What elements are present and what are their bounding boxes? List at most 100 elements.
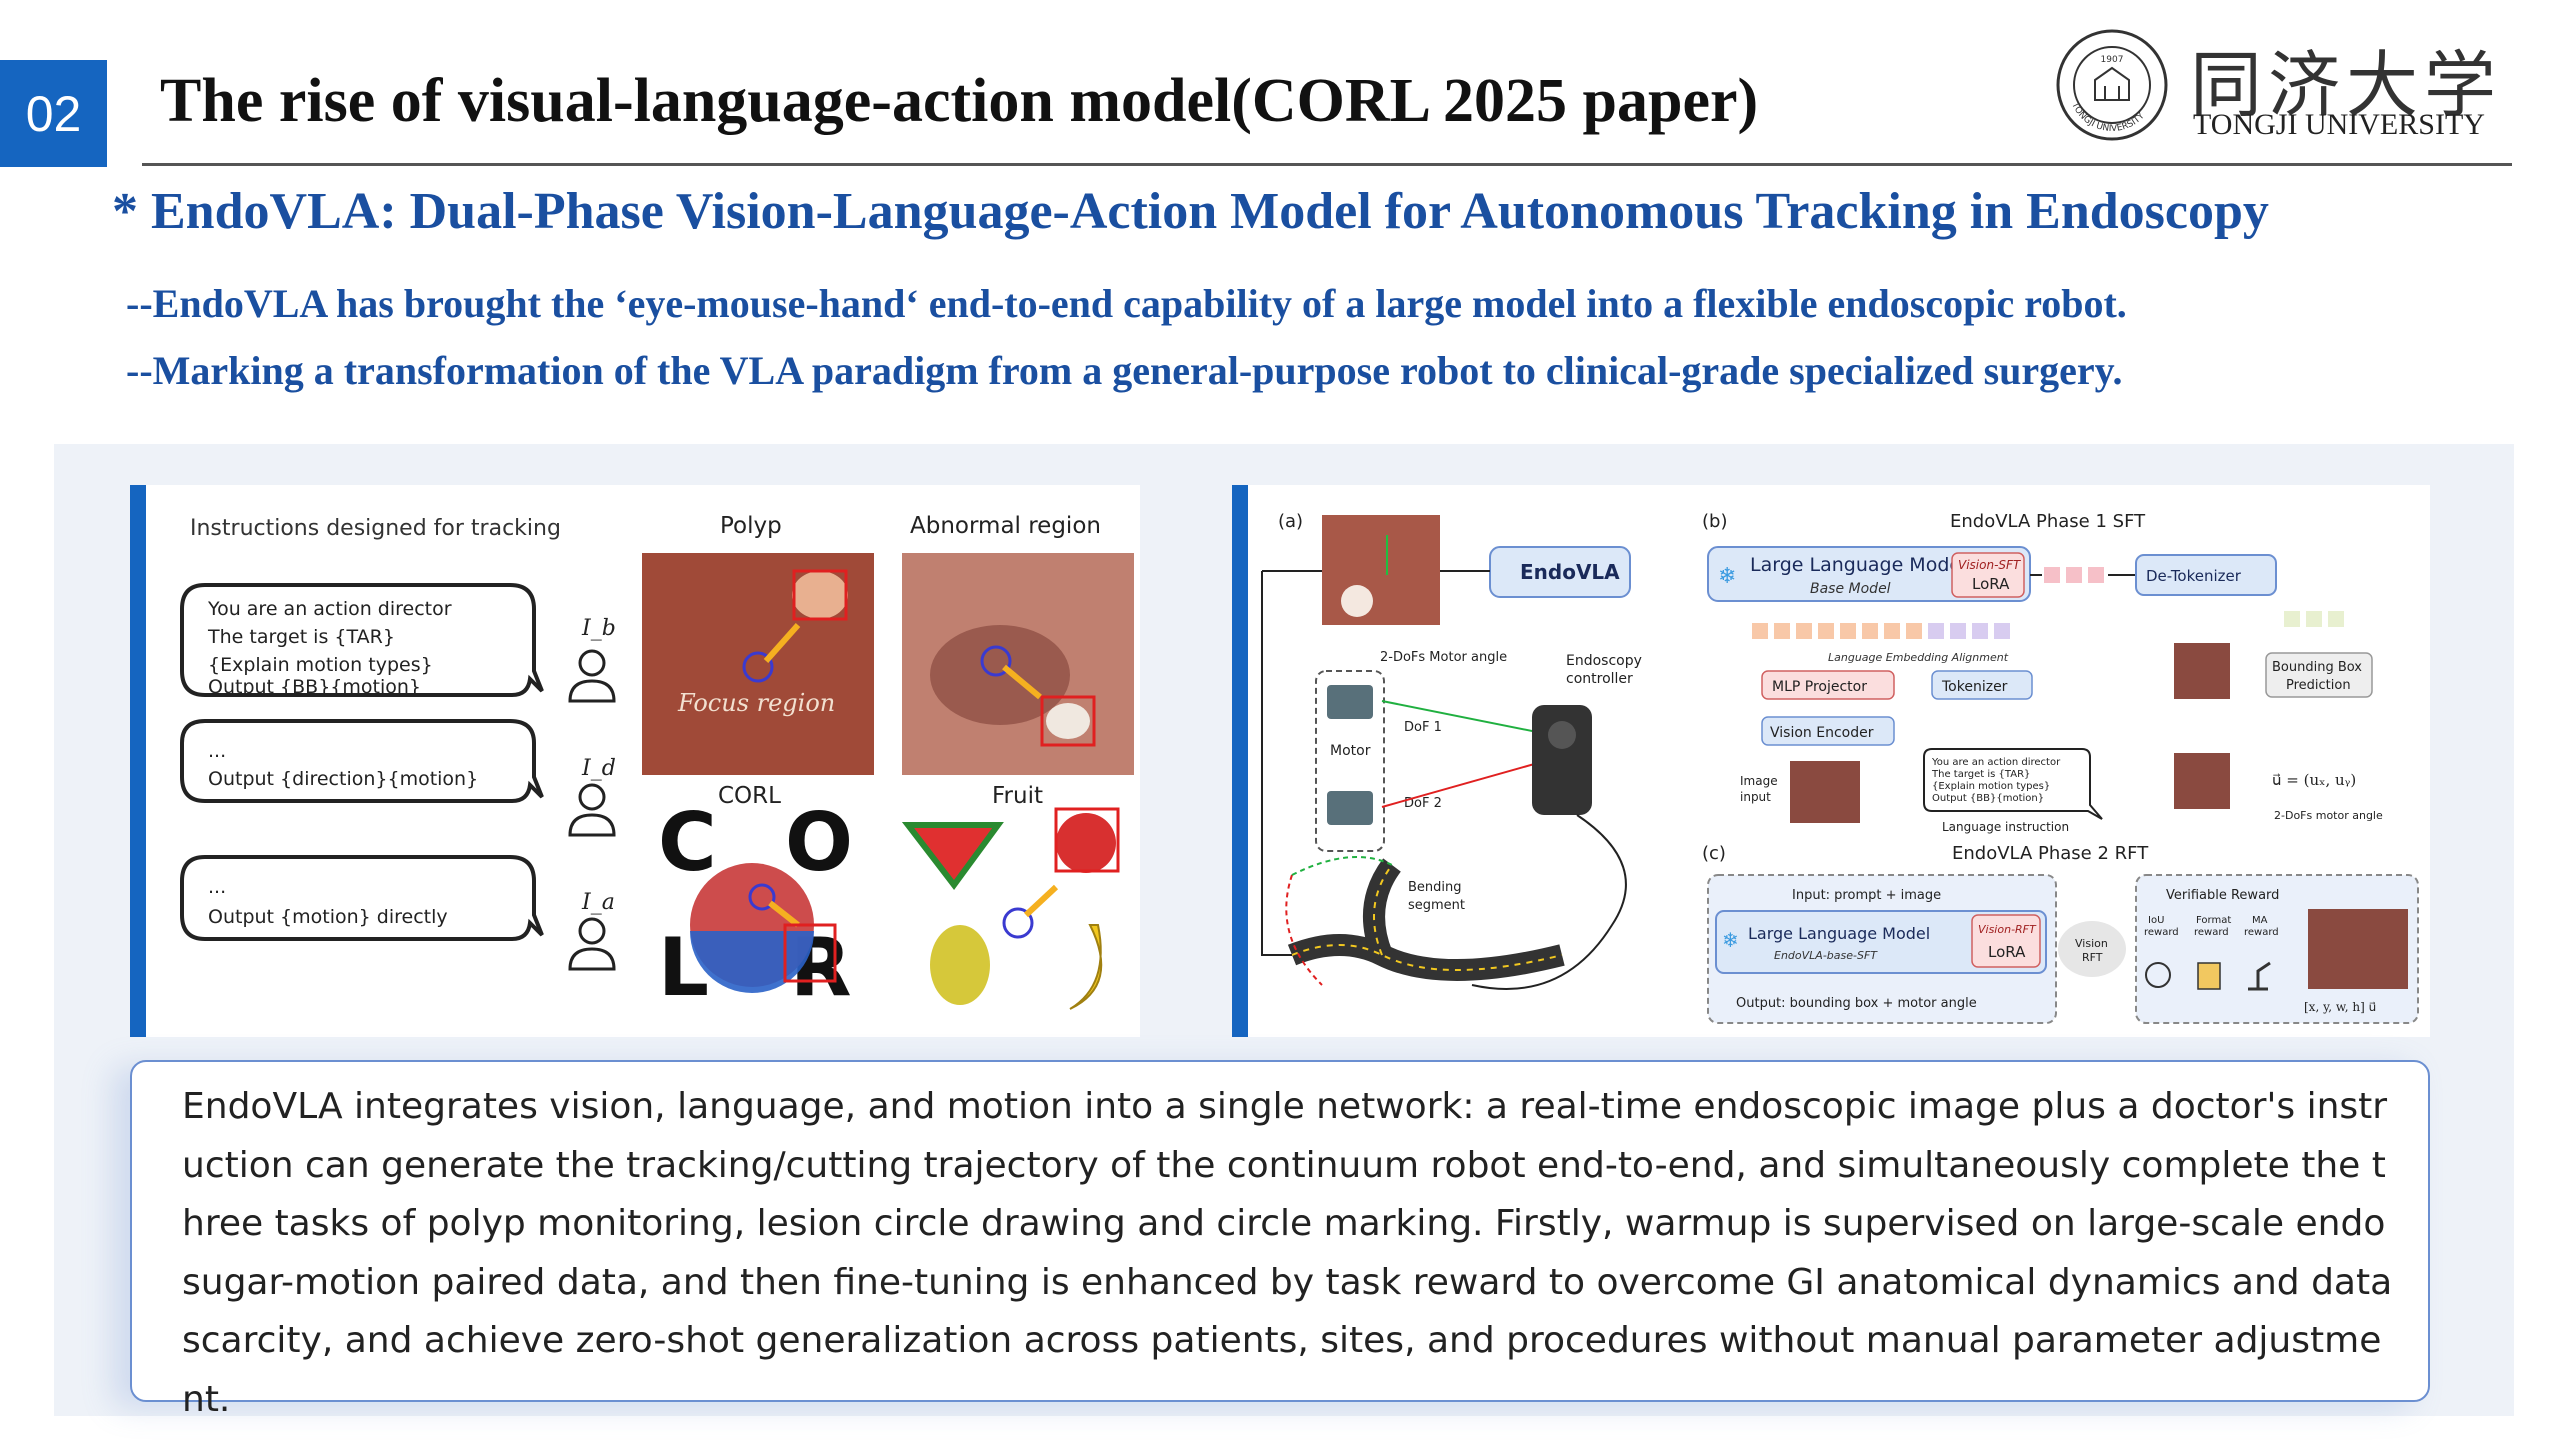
llm-label: Large Language Model	[1750, 554, 1966, 576]
iou-l1: IoU	[2148, 915, 2164, 926]
cable-path	[1471, 814, 1627, 990]
description-box: EndoVLA integrates vision, language, and…	[130, 1060, 2430, 1420]
panel-b-label: (b)	[1702, 511, 1727, 532]
slide-number: 02	[0, 60, 107, 167]
lora-label: LoRA	[1972, 575, 2010, 593]
endo-controller-l1: Endoscopy	[1566, 653, 1642, 669]
lora2-box	[1971, 914, 2041, 968]
bbox-pred-l1: Bounding Box	[2272, 660, 2362, 675]
tokenizer-box	[1931, 670, 2033, 700]
instr-l1: You are an action director	[1931, 757, 2061, 768]
header-divider	[142, 163, 2512, 166]
target-icon	[2145, 962, 2171, 988]
lora2-label: LoRA	[1988, 943, 2026, 961]
snowflake-icon-2: ❄	[1722, 928, 1739, 952]
image-input-thumb	[1790, 761, 1860, 823]
output-label: Output: bounding box + motor angle	[1736, 996, 1977, 1011]
vision-encoder-label: Vision Encoder	[1770, 725, 1874, 741]
verifiable-label: Verifiable Reward	[2166, 888, 2279, 903]
banana-icon	[1069, 924, 1103, 1010]
motor-group	[1315, 670, 1385, 852]
figure-accent-bar	[130, 485, 146, 1037]
document-icon	[2197, 962, 2221, 990]
instruction-bubble	[1923, 748, 2103, 820]
bbox-thumb	[2174, 643, 2230, 699]
mlp-box	[1761, 670, 1895, 700]
corl-letter-c: C	[658, 796, 717, 889]
prompt3-line2: Output {motion} directly	[208, 906, 448, 928]
endoscope-frame	[1322, 515, 1440, 625]
detokenizer-label: De-Tokenizer	[2146, 567, 2242, 585]
bullet-eye-mouse-hand: --EndoVLA has brought the ‘eye-mouse-han…	[126, 281, 2127, 326]
image-input-l1: Image	[1740, 774, 1778, 788]
motor-angle-label: 2-DoFs Motor angle	[1380, 650, 1507, 665]
lora-box	[1951, 552, 2025, 598]
endovla-label: EndoVLA	[1520, 560, 1620, 584]
input-prompt-label: Input: prompt + image	[1792, 888, 1941, 903]
dof2-label: DoF 2	[1404, 796, 1442, 811]
abnormal-label: Abnormal region	[910, 513, 1101, 539]
mlp-label: MLP Projector	[1772, 679, 1867, 695]
phase1-title: EndoVLA Phase 1 SFT	[1950, 511, 2146, 532]
base-sft-label: EndoVLA-base-SFT	[1774, 949, 1878, 962]
u-formula: u⃗ = (uₓ, uᵧ)	[2272, 771, 2356, 789]
prompt1-line1: You are an action director	[207, 598, 452, 620]
token-row-pred	[2284, 611, 2344, 627]
bending-segment	[1287, 934, 1565, 981]
phase2-title: EndoVLA Phase 2 RFT	[1952, 843, 2149, 864]
university-name-cn: 同济大学	[2190, 43, 2503, 127]
vision-encoder-box	[1761, 716, 1895, 746]
university-seal-icon: 1907 TONGJI UNIVERSITY	[2056, 29, 2168, 141]
xywh-label: [x, y, w, h] u⃗	[2304, 1000, 2376, 1014]
dofs-angle-label: 2-DoFs motor angle	[2274, 809, 2383, 822]
vision-rft-node	[2058, 921, 2126, 977]
prompt-bubble-3	[180, 855, 544, 941]
image-input-l2: input	[1740, 790, 1771, 804]
ma-l2: reward	[2244, 927, 2279, 938]
polyp-label: Polyp	[720, 513, 782, 539]
lang-instr-label: Language instruction	[1942, 820, 2069, 834]
snowflake-icon: ❄	[1718, 564, 1736, 589]
focus-region-label: Focus region	[677, 689, 835, 717]
university-logo: 1907 TONGJI UNIVERSITY 同济大学 TONGJI UNIVE…	[2055, 28, 2496, 146]
bbox-pred-l2: Prediction	[2286, 678, 2351, 693]
vision-rft-node-l1: Vision	[2075, 937, 2108, 950]
vision-rft-label: Vision-RFT	[1978, 923, 2037, 936]
apple-icon	[1056, 813, 1116, 873]
reward-thumb	[2308, 909, 2408, 989]
bending-label-l2: segment	[1408, 898, 1465, 913]
label-ib: I_b	[581, 616, 616, 641]
prompt2-line1: ...	[208, 740, 226, 762]
corl-letter-o: O	[785, 796, 853, 889]
format-l1: Format	[2196, 915, 2231, 926]
tokenizer-label: Tokenizer	[1941, 679, 2008, 695]
motor-icon	[1327, 685, 1373, 825]
figure-accent-bar	[1232, 485, 1248, 1037]
university-name-en: TONGJI UNIVERSITY	[2193, 108, 2485, 141]
label-ia: I_a	[581, 890, 615, 915]
figure-instructions: Instructions designed for tracking You a…	[130, 485, 1140, 1037]
prompt1-line2: The target is {TAR}	[207, 626, 395, 648]
prompt-bubble-1	[180, 583, 544, 697]
vision-rft-node-l2: RFT	[2082, 951, 2103, 964]
page-title: The rise of visual-language-action model…	[160, 67, 1759, 135]
prompt-bubble-2	[180, 719, 544, 803]
prompt2-line2: Output {direction}{motion}	[208, 768, 478, 790]
prompt1-line3: {Explain motion types}	[208, 654, 433, 676]
panel-a-label: (a)	[1278, 511, 1303, 532]
endo-controller-l2: controller	[1566, 671, 1633, 687]
instr-l3: {Explain motion types}	[1932, 781, 2050, 792]
dof1-label: DoF 1	[1404, 720, 1442, 735]
label-id: I_d	[581, 756, 616, 781]
bbox-pred-box	[2265, 652, 2373, 698]
ma-l1: MA	[2252, 915, 2268, 926]
motion-thumb	[2174, 753, 2230, 809]
description-text: EndoVLA integrates vision, language, and…	[182, 1086, 2393, 1420]
panel-c-label: (c)	[1702, 843, 1726, 864]
token-row-embed	[1752, 623, 2010, 639]
motor-label: Motor	[1330, 743, 1371, 759]
vision-sft-label: Vision-SFT	[1958, 558, 2022, 572]
fruit-label: Fruit	[992, 783, 1043, 809]
prompt1-line4: Output {BB}{motion}	[208, 676, 421, 698]
seal-year: 1907	[2101, 55, 2124, 65]
